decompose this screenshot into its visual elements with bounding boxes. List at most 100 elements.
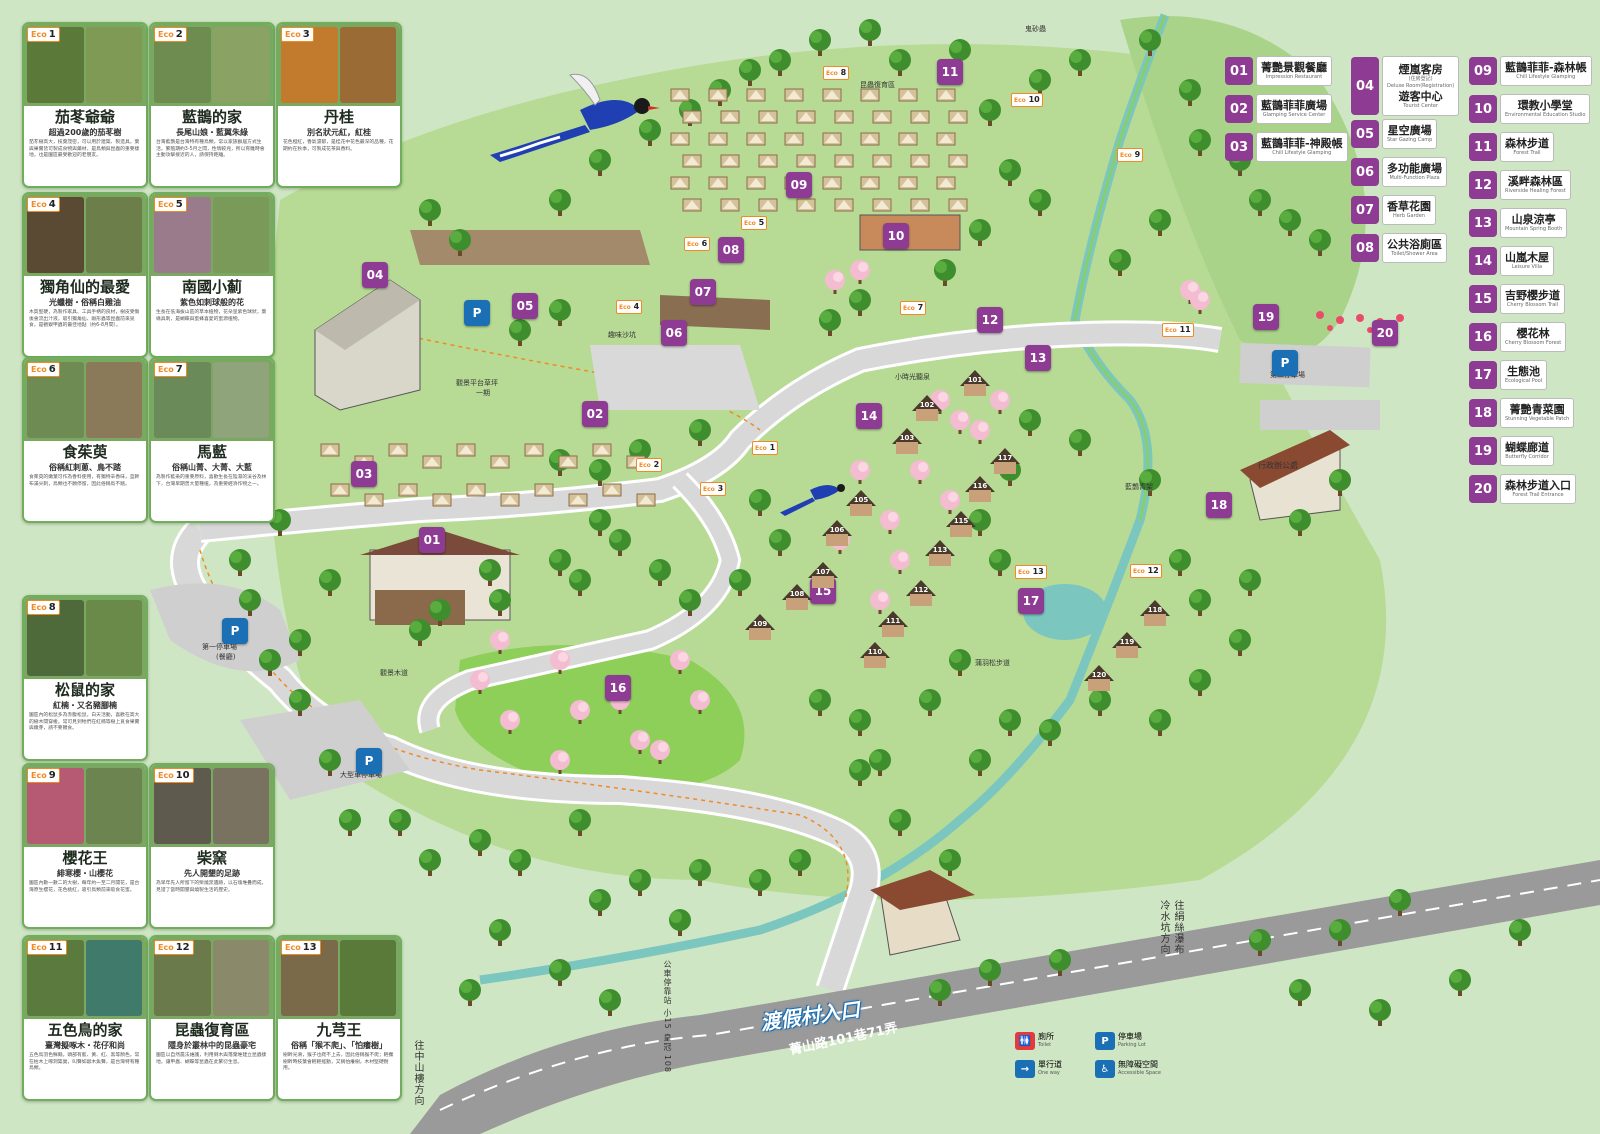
eco-spot-8[interactable]: Eco 8	[823, 66, 850, 80]
legend-item: 05 星空廣場 Star Gazing Camp	[1351, 119, 1438, 149]
map-pin-18[interactable]: 18	[1206, 492, 1232, 518]
eco-spot-10[interactable]: Eco 10	[1011, 93, 1043, 107]
map-pin-14[interactable]: 14	[856, 403, 882, 429]
eco-spot-number: 11	[1179, 325, 1191, 334]
tree	[1089, 689, 1111, 716]
map-pin-12[interactable]: 12	[977, 307, 1003, 333]
tent	[670, 176, 690, 190]
eco-spot-11[interactable]: Eco 11	[1162, 323, 1194, 337]
legend-label: 森林步道 Forest Trail	[1500, 132, 1554, 162]
tent	[388, 443, 408, 457]
card-subtitle: 超過200歲的茄苳樹	[48, 128, 122, 137]
eco-spot-3[interactable]: Eco 3	[700, 482, 727, 496]
map-pin-05[interactable]: 05	[512, 293, 538, 319]
map-pin-16[interactable]: 16	[605, 675, 631, 701]
tree	[1069, 429, 1091, 456]
villa-116[interactable]: 116	[965, 476, 995, 502]
eco-spot-13[interactable]: Eco 13	[1015, 565, 1047, 579]
map-pin-20[interactable]: 20	[1372, 320, 1398, 346]
tent	[910, 154, 930, 168]
tree	[479, 559, 501, 586]
villa-118[interactable]: 118	[1140, 600, 1170, 626]
villa-107[interactable]: 107	[808, 562, 838, 588]
villa-103[interactable]: 103	[892, 428, 922, 454]
map-pin-11[interactable]: 11	[937, 59, 963, 85]
tent	[708, 88, 728, 102]
card-subtitle: 緋寒櫻・山櫻花	[57, 869, 113, 878]
tree	[469, 829, 491, 856]
tent	[746, 132, 766, 146]
eco-icon: Eco	[1120, 152, 1132, 159]
eco-spot-2[interactable]: Eco 2	[636, 458, 663, 472]
card-description: 木質堅硬，為製作家具、工具手柄的良材，樹皮受傷後會流出汁液，吸引獨角仙、鍬形蟲等…	[29, 310, 140, 329]
eco-spot-1[interactable]: Eco 1	[752, 441, 779, 455]
legend-accessible-en: Accessible Space	[1118, 1070, 1161, 1076]
legend-en: Toilet/Shower Area	[1391, 251, 1438, 257]
map-pin-09[interactable]: 09	[786, 172, 812, 198]
eco-icon: Eco	[826, 70, 838, 77]
map-pin-10[interactable]: 10	[883, 223, 909, 249]
tree	[419, 849, 441, 876]
villa-number: 115	[953, 517, 969, 525]
eco-spot-9[interactable]: Eco 9	[1117, 148, 1144, 162]
legend-zh: 溪畔森林區	[1507, 175, 1563, 188]
villa-109[interactable]: 109	[745, 614, 775, 640]
tree	[629, 869, 651, 896]
eco-spot-number: 7	[917, 303, 924, 312]
spring-label: 小時光聽泉	[895, 373, 930, 381]
villa-wall	[850, 504, 872, 516]
villa-120[interactable]: 120	[1084, 665, 1114, 691]
villa-110[interactable]: 110	[860, 642, 890, 668]
tent	[936, 132, 956, 146]
legend-en: Environmental Education Studio	[1505, 112, 1586, 118]
villa-106[interactable]: 106	[822, 520, 852, 546]
villa-111[interactable]: 111	[878, 611, 908, 637]
lawn-sub: 一期	[476, 389, 490, 397]
map-pin-03[interactable]: 03	[351, 461, 377, 487]
map-pin-06[interactable]: 06	[661, 320, 687, 346]
eco-spot-number: 5	[758, 218, 765, 227]
cherry-tree	[850, 460, 870, 484]
legend-zh: 山嵐木屋	[1505, 251, 1549, 264]
villa-108[interactable]: 108	[782, 584, 812, 610]
tree	[1369, 999, 1391, 1026]
villa-117[interactable]: 117	[990, 448, 1020, 474]
villa-102[interactable]: 102	[912, 395, 942, 421]
villa-113[interactable]: 113	[925, 540, 955, 566]
eco-spot-5[interactable]: Eco 5	[741, 216, 768, 230]
map-pin-04[interactable]: 04	[362, 262, 388, 288]
map-pin-08[interactable]: 08	[718, 237, 744, 263]
villa-119[interactable]: 119	[1112, 632, 1142, 658]
legend-label: 櫻花林 Cherry Blossom Forest	[1500, 322, 1567, 352]
villa-105[interactable]: 105	[846, 490, 876, 516]
eco-spot-4[interactable]: Eco 4	[616, 300, 643, 314]
map-pin-01[interactable]: 01	[419, 527, 445, 553]
villa-wall	[749, 628, 771, 640]
villa-101[interactable]: 101	[960, 370, 990, 396]
legend-zh: 森林步道入口	[1505, 479, 1571, 492]
tree	[509, 849, 531, 876]
eco-spot-6[interactable]: Eco 6	[684, 237, 711, 251]
tree	[1149, 709, 1171, 736]
villa-number: 120	[1091, 671, 1107, 679]
map-pin-19[interactable]: 19	[1253, 304, 1279, 330]
tree	[289, 629, 311, 656]
map-pin-07[interactable]: 07	[690, 279, 716, 305]
villa-115[interactable]: 115	[946, 511, 976, 537]
villa-112[interactable]: 112	[906, 580, 936, 606]
cherry-tree	[570, 700, 590, 724]
map-pin-13[interactable]: 13	[1025, 345, 1051, 371]
legend-item: 09 藍鵲菲菲-森林帳 Chill Lifestyle Glamping	[1469, 56, 1592, 86]
eco-spot-7[interactable]: Eco 7	[900, 301, 927, 315]
map-pin-17[interactable]: 17	[1018, 588, 1044, 614]
villa-number: 109	[752, 620, 768, 628]
eco-spot-12[interactable]: Eco 12	[1130, 564, 1162, 578]
legend-number: 11	[1469, 133, 1497, 161]
map-pin-02[interactable]: 02	[582, 401, 608, 427]
